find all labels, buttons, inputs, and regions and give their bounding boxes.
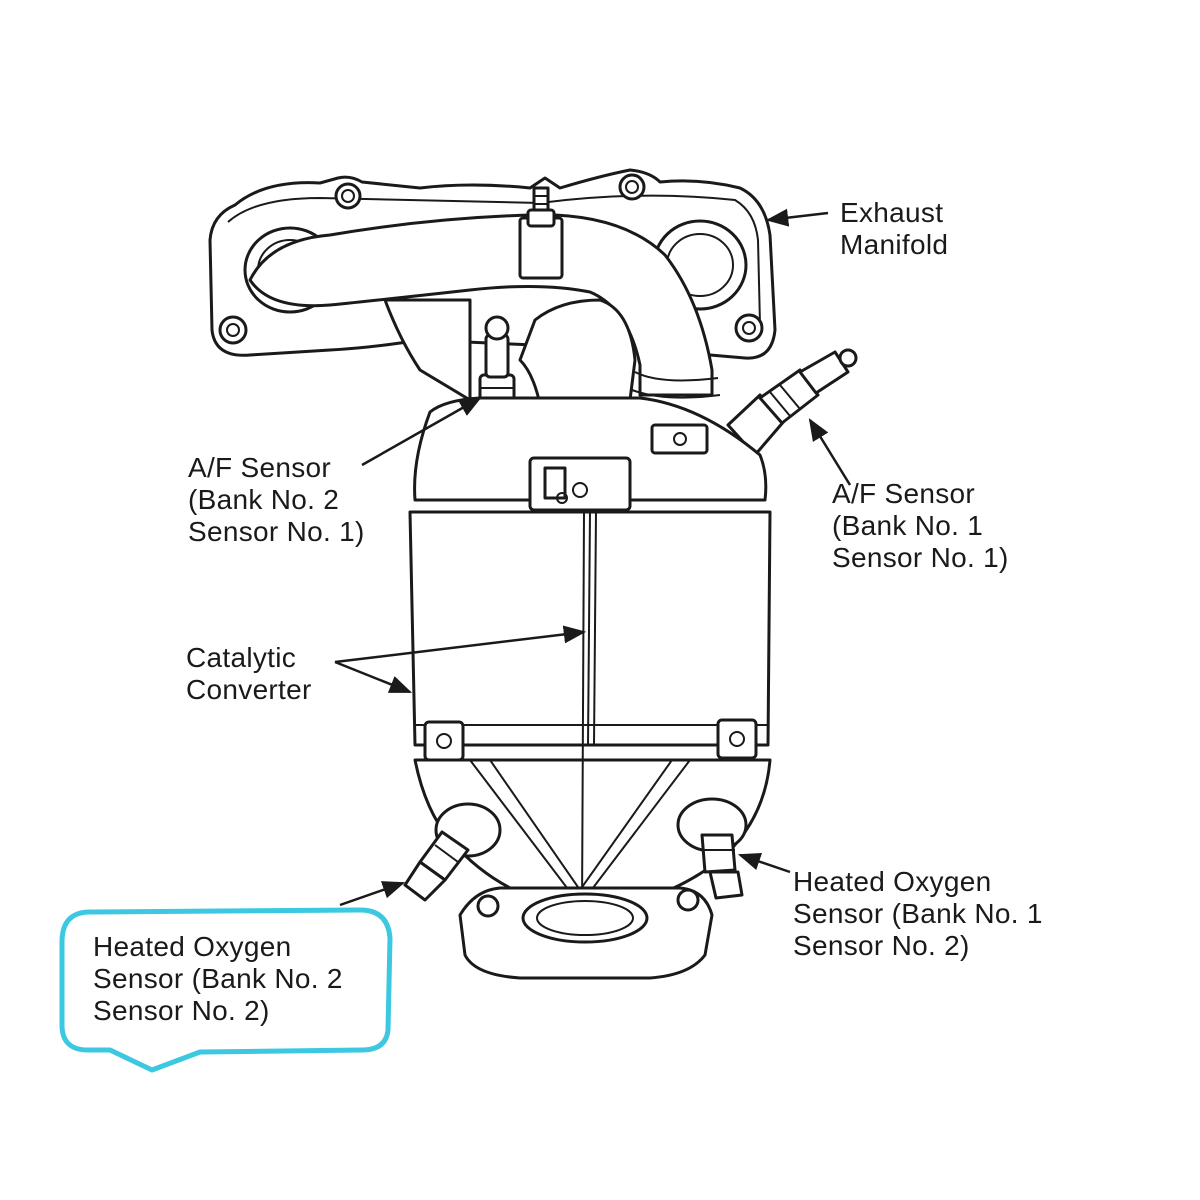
heated-o2-sensor-bank2-body <box>403 802 502 902</box>
label-af-sensor-bank2-line3: Sensor No. 1) <box>188 516 365 547</box>
label-heated-o2-sensor-bank2-line2: Sensor (Bank No. 2 <box>93 963 343 994</box>
label-exhaust-manifold: Exhaust Manifold <box>840 197 948 261</box>
label-catalytic-converter: Catalytic Converter <box>186 642 312 706</box>
label-heated-o2-sensor-bank2-line1: Heated Oxygen <box>93 931 292 962</box>
label-heated-o2-sensor-bank1-line1: Heated Oxygen <box>793 866 992 897</box>
label-heated-o2-sensor-bank2-line3: Sensor No. 2) <box>93 995 270 1026</box>
label-heated-o2-sensor-bank1-line3: Sensor No. 2) <box>793 930 970 961</box>
heated-o2-sensor-bank1-body <box>676 797 748 900</box>
label-af-sensor-bank1-line3: Sensor No. 1) <box>832 542 1009 573</box>
label-af-sensor-bank2: A/F Sensor (Bank No. 2 Sensor No. 1) <box>188 452 365 548</box>
leader-lines <box>334 208 852 907</box>
label-af-sensor-bank1: A/F Sensor (Bank No. 1 Sensor No. 1) <box>832 478 1009 574</box>
label-heated-o2-sensor-bank1-line2: Sensor (Bank No. 1 <box>793 898 1043 929</box>
exhaust-manifold <box>208 168 777 442</box>
label-exhaust-manifold-line2: Manifold <box>840 229 949 260</box>
label-heated-o2-sensor-bank2: Heated Oxygen Sensor (Bank No. 2 Sensor … <box>93 931 343 1027</box>
highlight-callout-bubble <box>59 907 393 1073</box>
label-af-sensor-bank1-line1: A/F Sensor <box>832 478 976 509</box>
af-sensor-bank1-body <box>726 348 858 457</box>
label-af-sensor-bank2-line2: (Bank No. 2 <box>188 484 340 515</box>
label-heated-o2-sensor-bank1: Heated Oxygen Sensor (Bank No. 1 Sensor … <box>793 866 1043 962</box>
catalytic-converter <box>408 396 772 980</box>
label-af-sensor-bank1-line2: (Bank No. 1 <box>832 510 984 541</box>
label-af-sensor-bank2-line1: A/F Sensor <box>188 452 332 483</box>
label-catalytic-converter-line2: Converter <box>186 674 312 705</box>
label-catalytic-converter-line1: Catalytic <box>186 642 297 673</box>
label-exhaust-manifold-line1: Exhaust <box>840 197 944 228</box>
